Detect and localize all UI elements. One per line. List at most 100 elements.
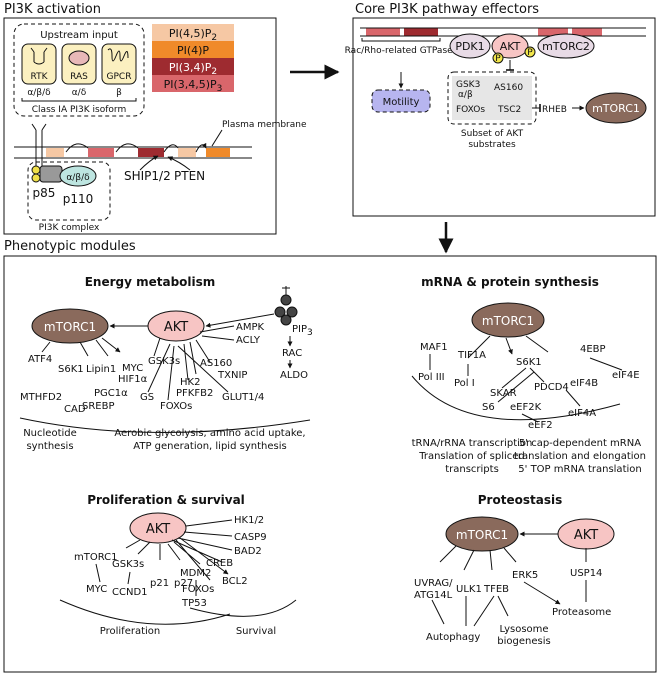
panel-core-effectors: Core PI3K pathway effectors Rac/Rho-rela… (345, 2, 656, 217)
s6-label: S6 (482, 402, 495, 413)
akt-node-core (491, 33, 529, 59)
membrane-lipid-4 (178, 148, 196, 157)
mrna-title: mRNA & protein synthesis (421, 275, 599, 289)
proteo-mtorc1-label: mTORC1 (456, 528, 508, 542)
skar-label: SKAR (490, 388, 517, 399)
p110-isoform: α/β/δ (66, 173, 90, 183)
prolif-caption-left: Proliferation (100, 626, 161, 637)
akt-phospho-1 (492, 52, 504, 64)
mtorc2-label: mTORC2 (542, 40, 590, 53)
akt-phospho-2 (524, 46, 536, 58)
mrna-arc (411, 375, 621, 421)
prolif-arc-left (59, 599, 231, 625)
mtorc2-node (537, 33, 595, 59)
panel-phenotypic-modules: Phenotypic modules Energy metabolism mTO… (3, 239, 657, 673)
membrane-label: Plasma membrane (222, 120, 307, 130)
energy-akt-label: AKT (164, 320, 188, 335)
modules-title: Phenotypic modules (4, 239, 136, 254)
txnip-label: TXNIP (217, 370, 247, 381)
casp9-label: CASP9 (234, 532, 267, 543)
prolif-caption-right: Survival (236, 626, 276, 637)
erk5-label: ERK5 (512, 570, 538, 581)
substrate-gsk3-iso: α/β (458, 90, 473, 100)
module-proliferation-survival: Proliferation & survival AKT HK1/2 CASP9… (59, 493, 297, 637)
mthfd2-label: MTHFD2 (20, 392, 62, 403)
foxos-label: FOXOs (160, 401, 192, 412)
acly-label: ACLY (236, 335, 261, 346)
mrna-mtorc1-label: mTORC1 (482, 314, 534, 328)
module-energy-metabolism: Energy metabolism mTORC1 AKT PIP3 RAC AL… (19, 275, 313, 452)
p85-phospho-1 (31, 165, 41, 175)
rtk-label: RTK (31, 72, 49, 82)
pip34-label: PI(3,4)P2 (169, 61, 217, 77)
membrane-lipid-5 (206, 148, 230, 157)
aldo-label: ALDO (280, 370, 308, 381)
pdcd4-label: PDCD4 (534, 382, 569, 393)
hk2-label: HK2 (180, 377, 200, 388)
bcl2-label: BCL2 (222, 576, 248, 587)
p85-subunit (39, 165, 63, 183)
pfkfb2-label: PFKFB2 (176, 388, 213, 399)
membrane-pointer (211, 129, 223, 147)
pip4-label: PI(4)P (177, 44, 209, 57)
pten-label: PTEN (174, 169, 205, 183)
tp53-label: TP53 (181, 598, 207, 609)
p85-phospho-2 (31, 173, 41, 183)
proteo-sub-edges (431, 580, 587, 627)
as160-label: AS160 (200, 358, 232, 369)
conversion-arrows (65, 144, 206, 152)
hif1a-label: HIF1α (118, 374, 148, 385)
motility-label: Motility (383, 97, 420, 108)
isoform-ras: α/δ (72, 88, 87, 98)
proteasome-label: Proteasome (552, 607, 611, 618)
isoform-rtk: α/β/δ (27, 88, 51, 98)
usp14-label: USP14 (570, 568, 602, 579)
pdk1-label: PDK1 (455, 40, 484, 53)
membrane-lipid-2 (88, 148, 114, 157)
pip-legend: PI(4,5)P2 PI(4)P PI(3,4)P2 PI(3,4,5)P3 (152, 24, 234, 94)
pip3-label: PIP3 (292, 324, 313, 338)
glut-label: GLUT1/4 (222, 392, 264, 403)
membrane-lipid-3 (138, 148, 164, 157)
pip3-to-akt (205, 313, 275, 328)
mtorc1-label-core: mTORC1 (592, 102, 640, 115)
srebp-label: SREBP (82, 401, 115, 412)
energy-edges (41, 337, 120, 356)
rac-label: RAC (282, 348, 302, 359)
eif4b-label: eIF4B (570, 378, 598, 389)
4ebp-label: 4EBP (580, 344, 606, 355)
foxos-prolif-label: FOXOs (182, 584, 214, 595)
rtk-icon (30, 47, 48, 65)
prolif-title: Proliferation & survival (87, 493, 245, 507)
pip345-swatch (152, 75, 234, 92)
pip45-swatch (152, 24, 234, 41)
pi3k-complex-label: PI3K complex (39, 223, 100, 233)
myc-label: MYC (122, 363, 143, 374)
uvrag-label: UVRAG/ATG14L (414, 578, 453, 601)
ccnd1-label: CCND1 (112, 587, 148, 598)
gsk3s-prolif-label: GSK3s (112, 559, 144, 570)
eef2k-label: eEF2K (510, 402, 542, 413)
ras-icon (68, 50, 90, 66)
p85-label: p85 (33, 186, 56, 200)
pdk1-node (449, 33, 491, 59)
panel-pi3k-activation: PI3K activation Upstream input RTK RAS G… (3, 2, 307, 235)
creb-label: CREB (206, 558, 233, 569)
pip345-label: PI(3,4,5)P3 (164, 78, 223, 94)
pgc1a-label: PGC1α (94, 388, 128, 399)
mtorc1-node-core (585, 92, 647, 124)
panel2-title: Core PI3K pathway effectors (355, 2, 539, 17)
prolif-akt (129, 512, 187, 544)
mdm2-label: MDM2 (180, 568, 211, 579)
p21-label: p21 (150, 578, 169, 589)
isoform-caption: Class IA PI3K isoform (32, 105, 126, 115)
module-mrna-protein: mRNA & protein synthesis mTORC1 MAF1 TIF… (411, 275, 646, 475)
p110-subunit (59, 165, 97, 187)
p27-label: p27 (174, 578, 193, 589)
ship-arrow (139, 155, 159, 171)
isoform-gpcr: β (116, 88, 122, 98)
